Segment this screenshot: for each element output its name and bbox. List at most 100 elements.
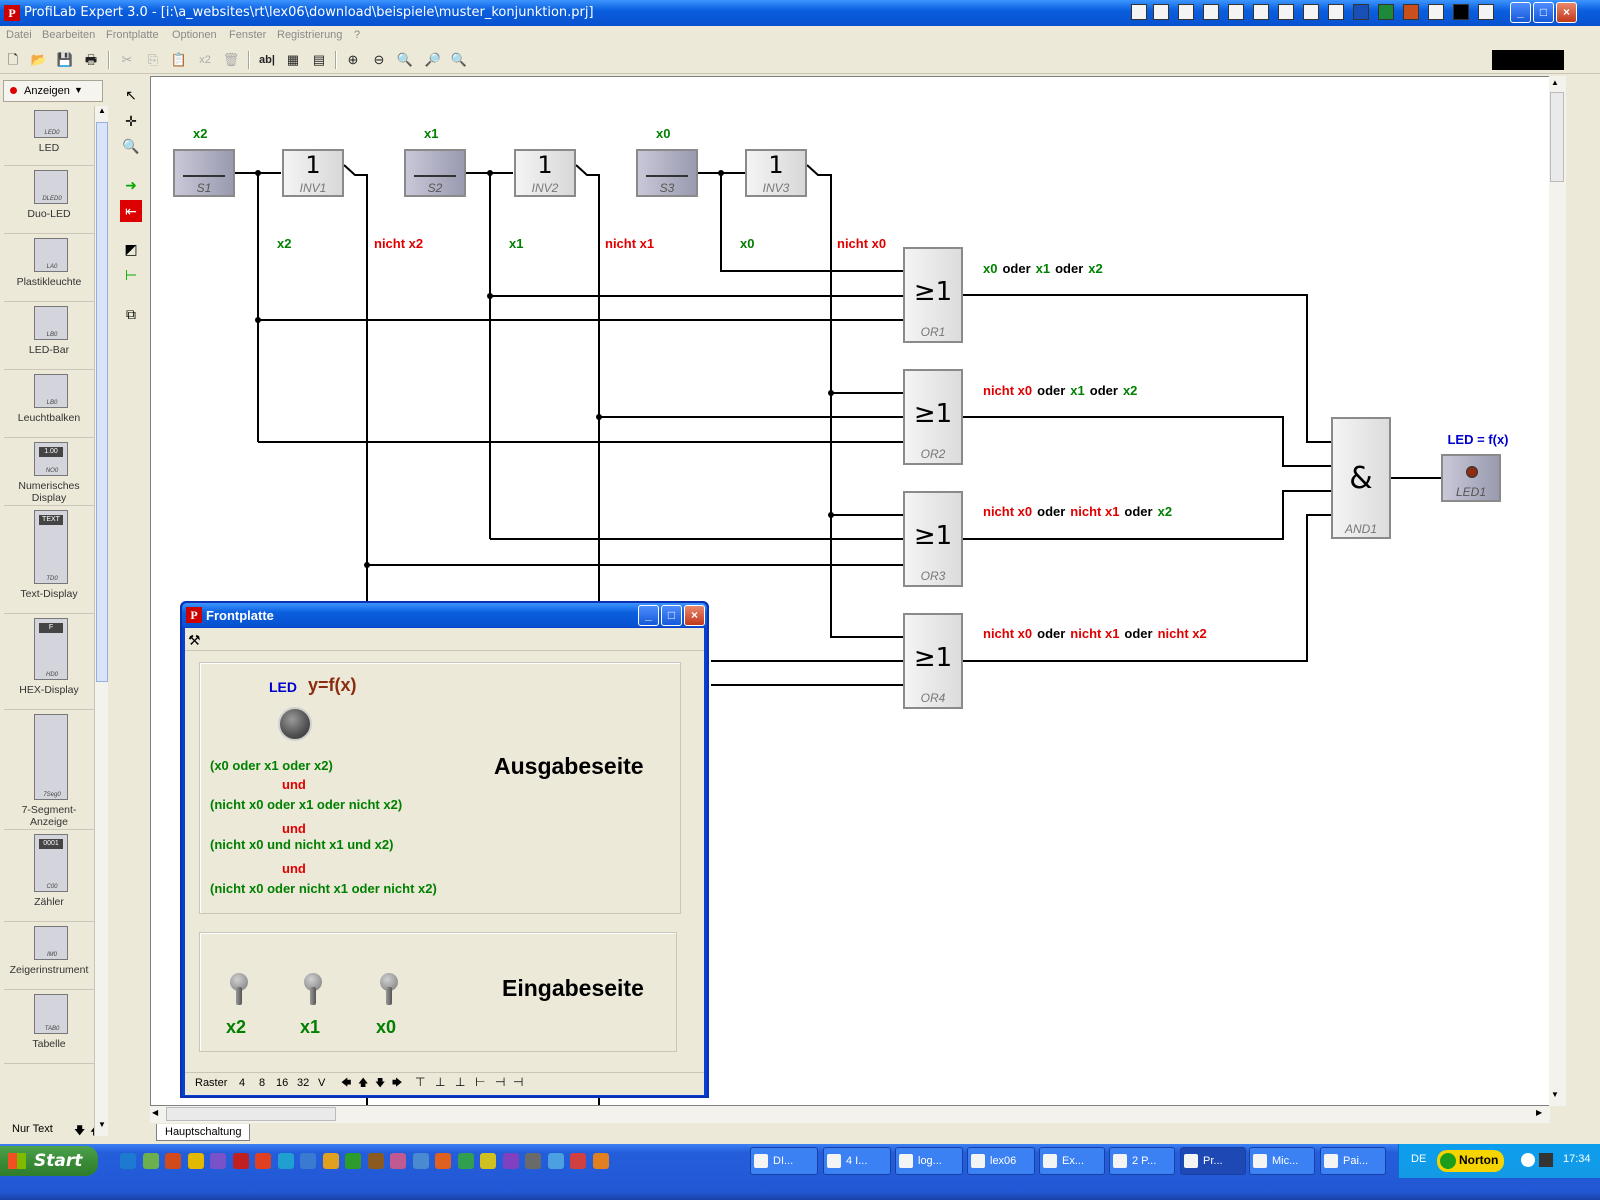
- align-bottom-icon[interactable]: ⊥: [455, 1075, 466, 1089]
- quicklaunch-icon[interactable]: [412, 1153, 429, 1169]
- quicklaunch-icon[interactable]: [277, 1153, 294, 1169]
- taskbar-button[interactable]: 4 I...: [823, 1147, 891, 1175]
- raster-4[interactable]: 4: [239, 1077, 246, 1089]
- component-list-icon[interactable]: ▤: [312, 52, 326, 67]
- taskbar-button[interactable]: Pai...: [1320, 1147, 1386, 1175]
- office-icon-x[interactable]: [1478, 4, 1494, 20]
- copy-icon[interactable]: ⎘: [147, 52, 159, 67]
- quicklaunch-icon[interactable]: [187, 1153, 204, 1169]
- paste-icon[interactable]: 📋: [170, 52, 188, 67]
- word-icon[interactable]: [1353, 4, 1369, 20]
- wire-tool-icon[interactable]: ✛: [125, 113, 137, 129]
- black-square-icon[interactable]: [1453, 4, 1469, 20]
- input-pin-icon[interactable]: ⊢: [124, 267, 138, 283]
- quicklaunch-icon[interactable]: [300, 1153, 316, 1169]
- menu-help[interactable]: ?: [354, 29, 361, 41]
- zoom-out-icon[interactable]: ⊖: [373, 52, 385, 67]
- quicklaunch-icon[interactable]: [165, 1153, 181, 1169]
- grid-icon[interactable]: ▦: [286, 52, 300, 67]
- calendar-icon[interactable]: [1228, 4, 1244, 20]
- taskbar-button[interactable]: log...: [895, 1147, 963, 1175]
- office-icon-3[interactable]: [1178, 4, 1194, 20]
- taskbar-button[interactable]: DI...: [750, 1147, 818, 1175]
- stop-icon[interactable]: ⇤: [120, 200, 142, 222]
- fp-maximize-button[interactable]: □: [661, 605, 682, 626]
- toggle-switch[interactable]: [228, 969, 250, 1009]
- frontplatte-window[interactable]: P Frontplatte _ □ × ⚒ LED y=f(x) Ausgabe…: [180, 601, 709, 1098]
- align-left-icon[interactable]: ⊢: [475, 1075, 486, 1089]
- menu-fenster[interactable]: Fenster: [229, 29, 267, 41]
- arrow-right-icon[interactable]: 🡆: [392, 1078, 403, 1089]
- taskbar-button[interactable]: lex06: [967, 1147, 1035, 1175]
- run-icon[interactable]: ➜: [125, 177, 137, 193]
- quicklaunch-icon[interactable]: [502, 1153, 519, 1169]
- arrow-up-icon[interactable]: 🡅: [358, 1078, 369, 1089]
- cut-icon[interactable]: ✂: [121, 52, 133, 67]
- norton-badge[interactable]: Norton: [1437, 1150, 1505, 1172]
- scroll-down-icon[interactable]: ▼: [1551, 1090, 1559, 1099]
- minimize-button[interactable]: _: [1510, 2, 1531, 23]
- category-select[interactable]: Anzeigen ▼: [3, 80, 103, 102]
- switch-component[interactable]: S3: [636, 149, 698, 197]
- window-switch-icon[interactable]: ⧉: [126, 306, 136, 322]
- office-icon-1[interactable]: [1131, 4, 1147, 20]
- raster-16[interactable]: 16: [276, 1077, 289, 1089]
- save-icon[interactable]: 💾: [56, 52, 74, 67]
- delete-icon[interactable]: 🗑: [222, 52, 240, 67]
- task-icon[interactable]: [1253, 4, 1269, 20]
- menu-registrierung[interactable]: Registrierung: [277, 29, 343, 41]
- canvas-vscrollbar[interactable]: ▲ ▼: [1549, 76, 1566, 1106]
- print-icon[interactable]: 🖶: [84, 52, 98, 67]
- scroll-right-icon[interactable]: ▶: [1536, 1108, 1543, 1117]
- hscroll-thumb[interactable]: [166, 1107, 336, 1121]
- new-file-icon[interactable]: 🗋: [7, 52, 19, 67]
- quicklaunch-icon[interactable]: [570, 1153, 586, 1169]
- and-gate[interactable]: & AND1: [1331, 417, 1391, 539]
- arrow-down-icon[interactable]: 🡇: [74, 1125, 86, 1137]
- maximize-button[interactable]: □: [1533, 2, 1554, 23]
- palette-scrollbar[interactable]: ▲ ▼: [94, 106, 108, 1136]
- mail-icon[interactable]: [1203, 4, 1219, 20]
- taskbar-button[interactable]: Pr...: [1180, 1147, 1246, 1175]
- taskbar-button[interactable]: 2 P...: [1109, 1147, 1175, 1175]
- scroll-thumb[interactable]: [96, 122, 108, 682]
- scroll-up-icon[interactable]: ▲: [98, 106, 106, 115]
- zoom-in-icon[interactable]: ⊕: [347, 52, 359, 67]
- quicklaunch-icon[interactable]: [547, 1153, 564, 1169]
- zoom-fit-icon[interactable]: 🔎: [424, 52, 442, 67]
- zoom-icon[interactable]: 🔍: [122, 138, 140, 154]
- zoom-reset-icon[interactable]: 🔍: [450, 52, 468, 67]
- quicklaunch-icon[interactable]: [480, 1153, 496, 1169]
- quicklaunch-icon[interactable]: [525, 1153, 541, 1169]
- office-icon-2[interactable]: [1153, 4, 1169, 20]
- fp-minimize-button[interactable]: _: [638, 605, 659, 626]
- arrow-left-icon[interactable]: 🡄: [341, 1078, 352, 1089]
- copy-count[interactable]: x2: [199, 54, 211, 66]
- toggle-switch[interactable]: [378, 969, 400, 1009]
- menu-frontplatte[interactable]: Frontplatte: [106, 29, 159, 41]
- arrow-down-icon[interactable]: 🡇: [375, 1078, 386, 1089]
- notes-icon[interactable]: [1303, 4, 1319, 20]
- align-top-icon[interactable]: ⊤: [415, 1075, 426, 1089]
- quicklaunch-icon[interactable]: [457, 1153, 474, 1169]
- zoom-icon[interactable]: 🔍: [396, 52, 414, 67]
- switch-component[interactable]: S2: [404, 149, 466, 197]
- note-icon[interactable]: [1328, 4, 1344, 20]
- text-tool-icon[interactable]: ab|: [259, 54, 275, 66]
- tray-icon-2[interactable]: [1539, 1153, 1553, 1167]
- toggle-switch[interactable]: [302, 969, 324, 1009]
- start-button[interactable]: Start: [0, 1146, 98, 1176]
- quicklaunch-icon[interactable]: [210, 1153, 226, 1169]
- hammer-icon[interactable]: ⚒: [188, 632, 201, 648]
